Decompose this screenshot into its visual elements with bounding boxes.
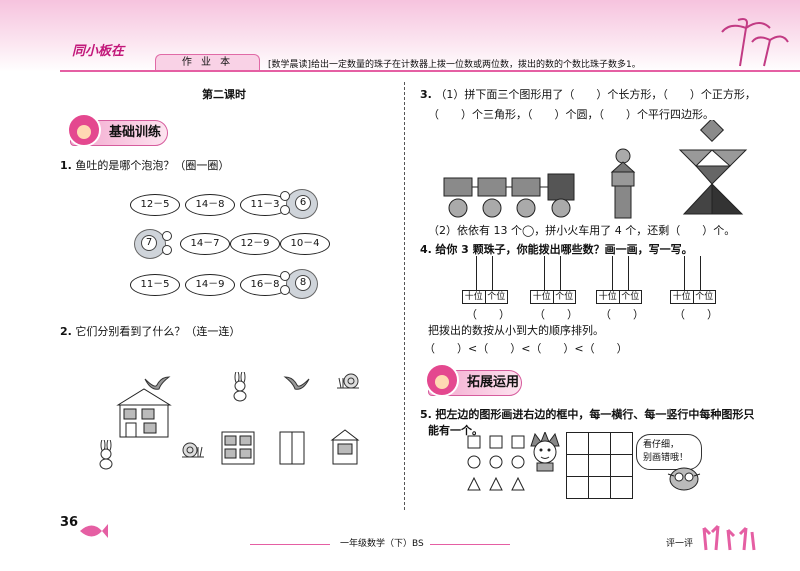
grid-cell: [588, 454, 611, 477]
question-3-part-2: （2）依依有 13 个◯，拼小火车用了 4 个，还剩（ ）个。: [428, 224, 736, 237]
snail-icon[interactable]: [180, 440, 206, 460]
square-icon: [489, 435, 503, 449]
sort-instruction: 把拨出的数按从小到大的顺序排列。: [428, 324, 604, 337]
grid-cell: [566, 454, 589, 477]
fish-number: 7: [141, 235, 157, 251]
grid-cell: [566, 432, 589, 455]
abacus-rod: [492, 256, 493, 290]
morning-reading-note: [数学晨读]给出一定数量的珠子在计数器上拨一位数或两位数，拨出的数的个数比珠子数…: [268, 60, 641, 70]
answer-blank[interactable]: （ ）: [600, 308, 644, 321]
bubble[interactable]: 14－8: [185, 194, 235, 216]
square-icon: [511, 435, 525, 449]
abacus-rod: [612, 256, 613, 290]
tower-figure: [610, 148, 636, 219]
circle-icon: [467, 455, 481, 469]
abacus-rod: [560, 256, 561, 290]
swallow-icon[interactable]: [283, 375, 311, 395]
question-5: 5. 把左边的图形画进右边的框中，每一横行、每一竖行中每种图形只: [420, 408, 755, 421]
fish-icon: 6: [278, 187, 322, 221]
place-value-box: 十位个位: [462, 290, 508, 304]
abacus-rod: [476, 256, 477, 290]
workbook-tab: 作 业 本: [155, 54, 260, 70]
column-divider: [404, 82, 405, 510]
swallow-icon[interactable]: [143, 375, 171, 393]
section-title: 拓展运用: [467, 375, 520, 390]
bubble[interactable]: 14－9: [185, 274, 235, 296]
place-value-box: 十位个位: [530, 290, 576, 304]
circle-icon: [511, 455, 525, 469]
place-value-box: 十位个位: [670, 290, 716, 304]
abacus-rod: [628, 256, 629, 290]
shapes-legend: [467, 435, 525, 491]
fish-icon: 8: [278, 267, 322, 301]
bubble[interactable]: 14－7: [180, 233, 230, 255]
owl-icon: [667, 467, 701, 491]
header-band: [0, 0, 800, 72]
header-divider: [60, 70, 800, 72]
question-3: 3. （1）拼下面三个图形用了（ ）个长方形，（ ）个正方形，: [420, 88, 756, 101]
abacus-rod: [700, 256, 701, 290]
square-icon: [467, 435, 481, 449]
building-icon[interactable]: [330, 428, 360, 466]
bubble[interactable]: 11－5: [130, 274, 180, 296]
triangle-icon: [489, 476, 503, 491]
triangle-icon: [467, 476, 481, 491]
student-avatar-icon: [425, 363, 459, 397]
building-icon[interactable]: [278, 430, 306, 466]
footer-evaluate: 评一评: [666, 539, 694, 549]
question-5-line-2: 能有一个。: [428, 424, 483, 437]
seaweed-decoration-icon: [702, 524, 756, 551]
building-icon[interactable]: [116, 387, 172, 439]
abacus-row: 十位个位 （ ） 十位个位 （ ） 十位个位 （ ） 十位个位 （ ）: [462, 256, 742, 322]
boy-character-icon: [530, 432, 560, 472]
sort-blanks[interactable]: （ ）<（ ）<（ ）<（ ）: [424, 342, 628, 355]
footer-rule: [430, 544, 510, 545]
grid-cell: [610, 476, 633, 499]
palm-tree-icon: [721, 18, 789, 67]
bubble[interactable]: 12－9: [230, 233, 280, 255]
abacus-rod: [684, 256, 685, 290]
answer-grid[interactable]: [566, 432, 633, 499]
grid-cell: [610, 432, 633, 455]
section-badge-basic: 基础训练: [67, 113, 168, 147]
circle-icon: [489, 455, 503, 469]
fish-decoration-icon: [80, 524, 108, 538]
place-value-box: 十位个位: [596, 290, 642, 304]
grid-cell: [566, 476, 589, 499]
grid-cell: [588, 476, 611, 499]
section-title: 基础训练: [109, 125, 162, 140]
fish-number: 8: [295, 275, 311, 291]
abacus-rod: [544, 256, 545, 290]
speech-bubble: 看仔细， 别画错哦！: [636, 434, 702, 470]
answer-blank[interactable]: （ ）: [674, 308, 718, 321]
fish-number: 6: [295, 195, 311, 211]
question-2: 2. 它们分别看到了什么？（连一连）: [60, 325, 241, 338]
question-1: 1. 鱼吐的是哪个泡泡？（圈一圈）: [60, 159, 230, 172]
snail-icon[interactable]: [335, 372, 361, 390]
fish-icon: 7: [130, 227, 174, 261]
rabbit-icon[interactable]: [96, 440, 116, 470]
section-badge-extend: 拓展运用: [425, 363, 522, 397]
train-figure: [443, 173, 575, 218]
rabbit-icon[interactable]: [230, 372, 250, 402]
footer-rule: [250, 544, 330, 545]
student-avatar-icon: [67, 113, 101, 147]
brand-logo: 同小板在: [72, 44, 125, 59]
grid-cell: [610, 454, 633, 477]
bubble[interactable]: 10－4: [280, 233, 330, 255]
footer-title: 一年级数学（下）BS: [340, 539, 424, 549]
question-3-line-2: （ ）个三角形，（ ）个圆，（ ）个平行四边形。: [428, 108, 714, 121]
tangram-figure: [678, 120, 748, 215]
question-4: 4. 给你 3 颗珠子，你能拨出哪些数？画一画，写一写。: [420, 243, 693, 256]
answer-blank[interactable]: （ ）: [534, 308, 578, 321]
building-icon[interactable]: [220, 430, 256, 466]
triangle-icon: [511, 476, 525, 491]
page-number: 36: [60, 515, 79, 530]
answer-blank[interactable]: （ ）: [466, 308, 510, 321]
bubble[interactable]: 12－5: [130, 194, 180, 216]
lesson-title: 第二课时: [202, 88, 246, 101]
grid-cell: [588, 432, 611, 455]
